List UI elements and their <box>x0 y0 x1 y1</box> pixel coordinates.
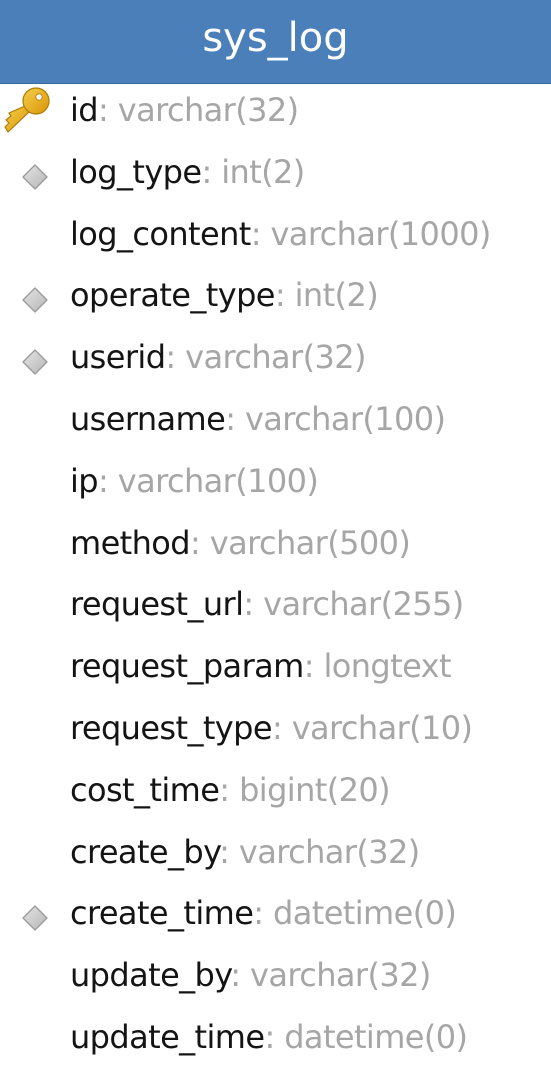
field-name: request_url <box>70 585 244 624</box>
field-separator: : <box>253 894 274 933</box>
field-name: request_type <box>70 708 273 747</box>
field-name: method <box>70 523 191 562</box>
field-type: varchar(255) <box>263 585 464 624</box>
field-text: log_type: int(2) <box>70 150 305 194</box>
field-type: varchar(32) <box>238 832 420 871</box>
field-type: varchar(32) <box>250 956 431 995</box>
field-row-ip: ip: varchar(100) <box>0 451 551 513</box>
field-separator: : <box>264 1017 285 1056</box>
field-separator: : <box>189 523 210 562</box>
primary-key-icon <box>0 80 62 142</box>
field-type: varchar(100) <box>117 461 319 500</box>
index-diamond-icon <box>0 265 62 327</box>
field-separator: : <box>230 956 251 995</box>
field-name: create_time <box>70 894 254 933</box>
field-text: request_url: varchar(255) <box>70 582 464 626</box>
field-text: update_by: varchar(32) <box>70 953 431 997</box>
index-diamond-icon <box>0 327 62 389</box>
field-type: datetime(0) <box>273 894 457 933</box>
field-type: longtext <box>323 647 451 686</box>
field-row-username: username: varchar(100) <box>0 389 551 451</box>
field-row-request-type: request_type: varchar(10) <box>0 698 551 760</box>
field-name: create_by <box>70 832 220 871</box>
field-row-cost-time: cost_time: bigint(20) <box>0 760 551 822</box>
field-separator: : <box>243 585 264 624</box>
field-name: id <box>70 91 99 129</box>
field-row-log-content: log_content: varchar(1000) <box>0 204 551 266</box>
field-type: int(2) <box>294 276 379 315</box>
field-name: cost_time <box>70 770 220 809</box>
field-row-userid: userid: varchar(32) <box>0 327 551 389</box>
field-type: varchar(32) <box>117 91 299 129</box>
field-row-request-url: request_url: varchar(255) <box>0 574 551 636</box>
field-type: datetime(0) <box>284 1017 468 1056</box>
field-type: varchar(100) <box>244 399 446 438</box>
field-separator: : <box>271 708 292 747</box>
field-text: operate_type: int(2) <box>70 273 379 317</box>
field-text: userid: varchar(32) <box>70 335 367 379</box>
entity-title: sys_log <box>202 14 349 61</box>
field-separator: : <box>201 152 222 191</box>
field-row-create-time: create_time: datetime(0) <box>0 883 551 945</box>
field-row-update-by: update_by: varchar(32) <box>0 945 551 1007</box>
field-type: varchar(32) <box>185 338 366 377</box>
field-text: create_by: varchar(32) <box>70 830 420 874</box>
field-row-request-param: request_param: longtext <box>0 636 551 698</box>
field-row-id: id: varchar(32) <box>0 80 551 142</box>
field-text: request_param: longtext <box>70 644 451 688</box>
field-list: id: varchar(32) log_type: int(2) log_conte… <box>0 80 551 1069</box>
field-name: log_content <box>70 214 251 253</box>
field-row-method: method: varchar(500) <box>0 513 551 575</box>
field-type: varchar(500) <box>209 523 411 562</box>
field-type: varchar(1000) <box>270 214 491 253</box>
field-separator: : <box>250 214 271 253</box>
field-separator: : <box>303 647 324 686</box>
field-name: request_param <box>70 647 304 686</box>
field-text: create_time: datetime(0) <box>70 891 457 935</box>
field-separator: : <box>165 338 186 377</box>
field-name: username <box>70 399 226 438</box>
field-name: update_by <box>70 956 231 995</box>
field-type: varchar(10) <box>291 708 473 747</box>
field-name: ip <box>70 461 99 500</box>
field-row-log-type: log_type: int(2) <box>0 142 551 204</box>
index-diamond-icon <box>0 883 62 945</box>
field-type: int(2) <box>221 152 305 191</box>
field-row-create-by: create_by: varchar(32) <box>0 822 551 884</box>
field-separator: : <box>274 276 295 315</box>
field-text: id: varchar(32) <box>70 88 299 132</box>
entity-header: sys_log <box>0 0 551 84</box>
field-separator: : <box>225 399 245 438</box>
field-text: update_time: datetime(0) <box>70 1015 468 1059</box>
index-diamond-icon <box>0 142 62 204</box>
field-text: log_content: varchar(1000) <box>70 212 491 256</box>
field-text: ip: varchar(100) <box>70 459 319 503</box>
field-separator: : <box>98 91 118 129</box>
field-row-update-time: update_time: datetime(0) <box>0 1007 551 1069</box>
field-name: update_time <box>70 1017 265 1056</box>
field-text: username: varchar(100) <box>70 397 446 441</box>
field-name: operate_type <box>70 276 275 315</box>
field-text: request_type: varchar(10) <box>70 706 473 750</box>
field-text: method: varchar(500) <box>70 521 411 565</box>
field-separator: : <box>219 770 240 809</box>
field-separator: : <box>219 832 239 871</box>
field-name: userid <box>70 338 166 377</box>
field-text: cost_time: bigint(20) <box>70 768 391 812</box>
field-name: log_type <box>70 152 202 191</box>
field-type: bigint(20) <box>239 770 391 809</box>
field-separator: : <box>98 461 118 500</box>
field-row-operate-type: operate_type: int(2) <box>0 265 551 327</box>
